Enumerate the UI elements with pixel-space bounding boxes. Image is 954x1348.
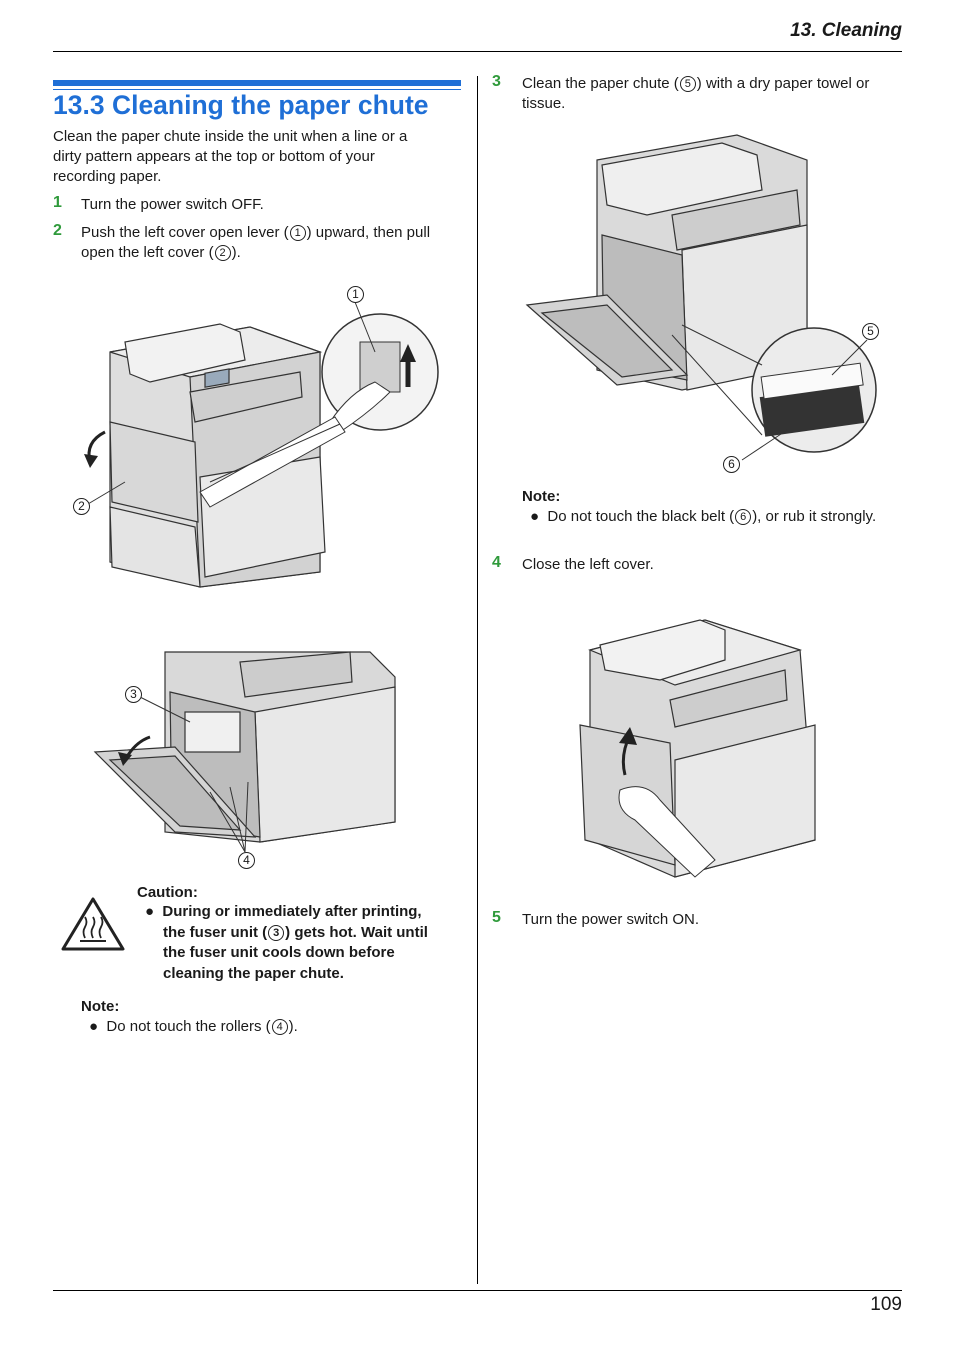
step-1-number: 1 <box>53 194 62 211</box>
step-5-text: Turn the power switch ON. <box>522 911 700 928</box>
section-title-bar <box>53 80 461 86</box>
callout-4: 4 <box>238 852 255 869</box>
callout-2: 2 <box>73 498 90 515</box>
page-number: 109 <box>870 1294 902 1315</box>
footer-rule <box>53 1290 902 1291</box>
note-right-text: ● Do not touch the black belt (6), or ru… <box>530 508 877 525</box>
column-divider <box>477 76 478 1284</box>
section-title-underline <box>53 89 461 90</box>
step-4-number: 4 <box>492 554 501 571</box>
printer-open-cover-illustration <box>93 651 396 853</box>
step-1-text: Turn the power switch OFF. <box>81 196 264 213</box>
callout-6: 6 <box>723 456 740 473</box>
callout-5: 5 <box>862 323 879 340</box>
printer-open-lever-illustration <box>84 301 439 588</box>
note-left-label: Note: <box>81 998 120 1015</box>
note-right-label: Note: <box>522 488 561 505</box>
note-left-text: ● Do not touch the rollers (4). <box>89 1018 298 1035</box>
chapter-header: 13. Cleaning <box>790 20 902 41</box>
step-3-number: 3 <box>492 73 501 90</box>
printer-close-cover-illustration <box>579 619 816 878</box>
callout-3: 3 <box>125 686 142 703</box>
step-4-text: Close the left cover. <box>522 556 654 573</box>
caution-label: Caution: <box>137 884 198 901</box>
step-3-text: Clean the paper chute (5) with a dry pap… <box>522 75 870 112</box>
intro-paragraph: Clean the paper chute inside the unit wh… <box>53 128 408 185</box>
step-2-number: 2 <box>53 222 62 239</box>
step-5-number: 5 <box>492 909 501 926</box>
printer-paper-chute-illustration <box>525 134 877 461</box>
step-2-text: Push the left cover open lever (1) upwar… <box>81 224 431 261</box>
section-title: 13.3 Cleaning the paper chute <box>53 90 429 120</box>
caution-text: ● During or immediately after printing, … <box>145 903 428 982</box>
callout-1: 1 <box>347 286 364 303</box>
hot-surface-warning-icon <box>61 897 125 951</box>
header-rule <box>53 51 902 52</box>
